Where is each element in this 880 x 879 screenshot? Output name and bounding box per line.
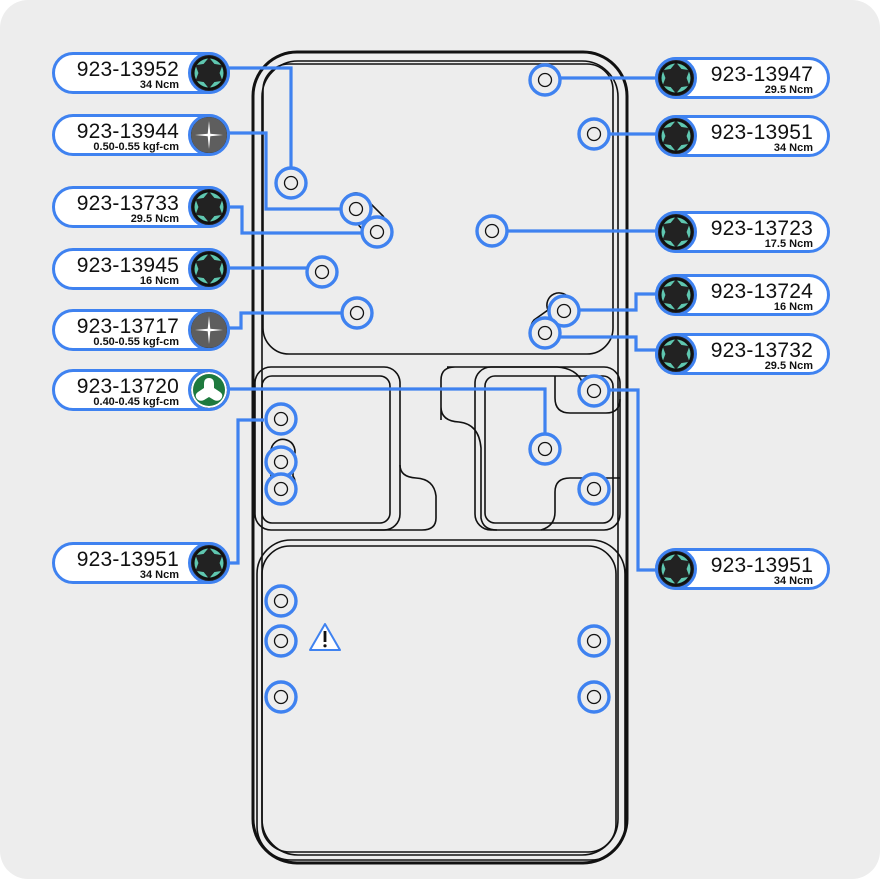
torque-spec: 34 Ncm [773, 142, 813, 154]
torque-spec: 29.5 Ncm [764, 360, 813, 372]
mid-right-notch-bottom [540, 477, 620, 531]
torque-spec: 0.50-0.55 kgf-cm [93, 141, 179, 153]
torx-icon [188, 248, 230, 290]
mid-right-compartment [474, 366, 621, 531]
callout-923-13717: 923-13717 0.50-0.55 kgf-cm [52, 309, 230, 351]
torx-icon [655, 57, 697, 99]
part-number: 923-13724 [710, 280, 813, 303]
torx-icon [188, 186, 230, 228]
torx-icon [655, 211, 697, 253]
leader-923-13951-left [222, 418, 264, 565]
tri-wing-icon [188, 369, 230, 411]
part-number: 923-13945 [76, 254, 179, 277]
part-number: 923-13733 [76, 192, 179, 215]
phillips-icon [188, 309, 230, 351]
torx-icon [655, 548, 697, 590]
screw-hole[interactable] [340, 296, 374, 330]
part-number: 923-13951 [710, 121, 813, 144]
torque-spec: 16 Ncm [773, 301, 813, 313]
torque-spec: 34 Ncm [139, 79, 179, 91]
callout-923-13732: 923-13732 29.5 Ncm [655, 333, 830, 375]
torx-icon [188, 542, 230, 584]
torx-icon [655, 115, 697, 157]
callout-923-13951: 923-13951 34 Ncm [655, 548, 830, 590]
callout-923-13951: 923-13951 34 Ncm [52, 542, 230, 584]
screw-hole[interactable] [264, 584, 298, 618]
screw-hole[interactable] [577, 374, 611, 408]
mid-left-compartment [254, 366, 401, 531]
callout-923-13720: 923-13720 0.40-0.45 kgf-cm [52, 369, 230, 411]
torque-spec: 29.5 Ncm [764, 84, 813, 96]
screw-hole[interactable] [264, 402, 298, 436]
callout-923-13944: 923-13944 0.50-0.55 kgf-cm [52, 114, 230, 156]
leader-923-13951-right [610, 388, 658, 572]
mid-left-compartment-inner [261, 375, 391, 524]
screw-hole[interactable] [528, 63, 562, 97]
screw-hole[interactable] [475, 214, 509, 248]
screw-hole[interactable] [339, 192, 373, 226]
screw-hole[interactable] [577, 117, 611, 151]
torque-spec: 0.50-0.55 kgf-cm [93, 336, 179, 348]
warning-icon [309, 623, 341, 651]
leader-923-13944 [222, 131, 343, 211]
part-number: 923-13952 [76, 58, 179, 81]
torx-icon [655, 333, 697, 375]
screw-hole[interactable] [305, 255, 339, 289]
phillips-icon [188, 114, 230, 156]
callout-923-13733: 923-13733 29.5 Ncm [52, 186, 230, 228]
upper-compartment [262, 63, 614, 355]
part-number: 923-13947 [710, 63, 813, 86]
screw-hole[interactable] [264, 624, 298, 658]
part-number: 923-13720 [76, 375, 179, 398]
screw-hole[interactable] [274, 166, 308, 200]
lower-compartment [256, 539, 626, 861]
part-number: 923-13944 [76, 120, 179, 143]
lower-compartment-inner [261, 545, 617, 853]
callout-923-13951: 923-13951 34 Ncm [655, 115, 830, 157]
torx-icon [188, 52, 230, 94]
screw-hole[interactable] [547, 294, 581, 328]
torque-spec: 34 Ncm [139, 569, 179, 581]
torque-spec: 16 Ncm [139, 275, 179, 287]
screw-hole[interactable] [264, 472, 298, 506]
screw-hole[interactable] [577, 472, 611, 506]
device-frame [251, 50, 629, 865]
leader-923-13732 [560, 335, 658, 352]
part-number: 923-13717 [76, 315, 179, 338]
screw-hole[interactable] [264, 680, 298, 714]
callout-923-13723: 923-13723 17.5 Ncm [655, 211, 830, 253]
mid-center-tab [440, 366, 586, 531]
callout-923-13945: 923-13945 16 Ncm [52, 248, 230, 290]
leader-923-13724 [579, 292, 658, 312]
torque-spec: 34 Ncm [773, 575, 813, 587]
device-frame-inner [261, 60, 619, 856]
leader-923-13733 [222, 205, 362, 235]
leader-923-13720 [222, 387, 547, 434]
leader-923-13717 [222, 311, 344, 330]
mid-left-tab [370, 464, 437, 531]
screw-hole[interactable] [577, 680, 611, 714]
callout-923-13724: 923-13724 16 Ncm [655, 274, 830, 316]
part-number: 923-13951 [76, 548, 179, 571]
callout-923-13952: 923-13952 34 Ncm [52, 52, 230, 94]
screw-hole[interactable] [577, 624, 611, 658]
screw-holes [264, 63, 611, 714]
torque-spec: 29.5 Ncm [130, 213, 179, 225]
part-number: 923-13723 [710, 217, 813, 240]
screw-hole[interactable] [528, 432, 562, 466]
torque-spec: 0.40-0.45 kgf-cm [93, 396, 179, 408]
torx-icon [655, 274, 697, 316]
part-number: 923-13732 [710, 339, 813, 362]
mid-right-compartment-inner [484, 375, 614, 524]
mid-right-notch-top [554, 376, 621, 414]
callout-923-13947: 923-13947 29.5 Ncm [655, 57, 830, 99]
leader-923-13952 [222, 66, 293, 170]
leader-lines [222, 66, 658, 572]
screw-hole[interactable] [528, 316, 562, 350]
torque-spec: 17.5 Ncm [764, 238, 813, 250]
screw-hole[interactable] [360, 215, 394, 249]
part-number: 923-13951 [710, 554, 813, 577]
